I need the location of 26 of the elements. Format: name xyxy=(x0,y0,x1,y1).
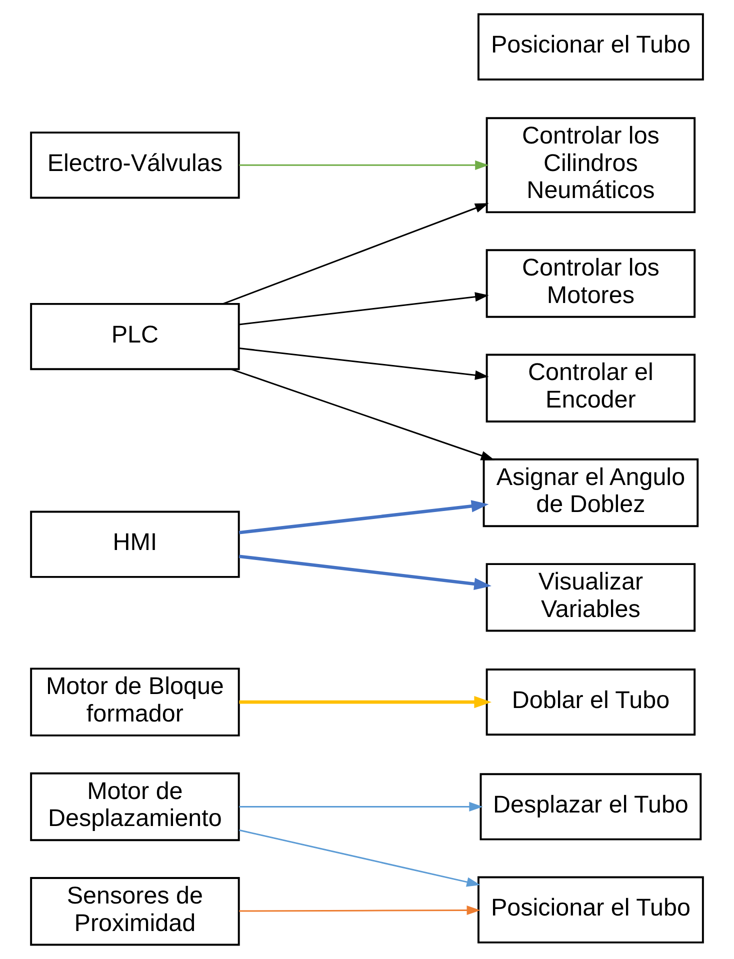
node-box: HMI xyxy=(30,510,240,578)
node-box: Visualizar Variables xyxy=(486,563,696,632)
node-box: Controlar los Cilindros Neumáticos xyxy=(486,117,696,214)
arrow xyxy=(239,905,480,916)
node-box: Asignar el Angulo de Doblez xyxy=(482,458,699,528)
node-box: Controlar el Encoder xyxy=(486,354,696,422)
arrow xyxy=(239,802,483,812)
arrow xyxy=(239,500,489,534)
node-box: Electro-Válvulas xyxy=(30,132,240,199)
node-box: Sensores de Proximidad xyxy=(30,877,240,946)
node-box: Doblar el Tubo xyxy=(486,668,696,736)
node-box: Controlar los Motores xyxy=(486,249,696,318)
node-box: Posicionar el Tubo xyxy=(477,876,704,944)
node-box: Desplazar el Tubo xyxy=(480,773,702,840)
arrow xyxy=(239,348,489,380)
arrow xyxy=(239,696,492,708)
node-box: Posicionar el Tubo xyxy=(477,13,704,80)
arrow xyxy=(239,554,492,590)
arrow xyxy=(231,368,495,460)
node-box: Motor de Bloque formador xyxy=(30,668,240,736)
arrow xyxy=(239,160,489,170)
arrow xyxy=(222,203,489,305)
arrow xyxy=(239,292,489,326)
node-box: PLC xyxy=(30,302,240,370)
node-box: Motor de Desplazamiento xyxy=(30,772,240,842)
arrow xyxy=(239,829,480,887)
